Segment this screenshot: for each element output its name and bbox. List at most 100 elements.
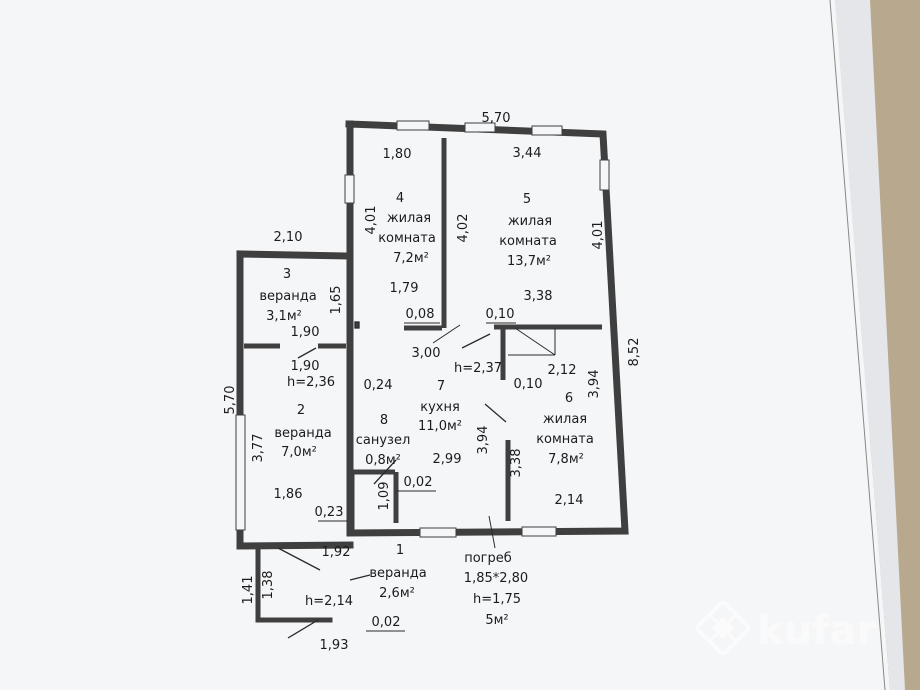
dim-room6-partition: 3,38 [509, 449, 524, 478]
dim-partition-10a: 0,10 [486, 307, 515, 322]
cellar-size: 1,85*2,80 [464, 571, 528, 586]
room2-name: веранда [274, 426, 331, 441]
dim-kitchen-height: 3,94 [476, 426, 491, 455]
kufar-logo-icon [695, 600, 751, 656]
kufar-watermark: kufar [695, 600, 876, 656]
paper-sheet [0, 0, 890, 690]
dim-kitchen-bottom: 2,99 [433, 452, 462, 467]
room2-area: 7,0м² [281, 445, 317, 460]
room3-name: веранда [259, 289, 316, 304]
dim-wc-height: 1,09 [377, 482, 392, 511]
paper-edge [835, 0, 905, 690]
window-top-2 [464, 122, 496, 133]
room5-area: 13,7м² [507, 254, 551, 269]
dim-veranda-bottom: 1,86 [274, 487, 303, 502]
room5-name2: комната [499, 234, 557, 249]
dim-room6-top: 2,12 [548, 363, 577, 378]
room6-name1: жилая [543, 412, 587, 427]
door-outside [287, 619, 319, 639]
room3-number: 3 [283, 267, 291, 282]
kitchen-mark [354, 321, 360, 329]
dim-left-height: 5,70 [223, 386, 238, 415]
dim-room5-bottom: 3,38 [524, 289, 553, 304]
cellar-leader [488, 515, 496, 549]
dim-partition-08: 0,08 [406, 307, 435, 322]
dim-partition-10b: 0,10 [514, 377, 543, 392]
windows [235, 120, 610, 538]
room8-area: 0,8м² [365, 453, 401, 468]
dim-leaders [318, 322, 516, 632]
door-lines [277, 321, 507, 639]
window-top-3 [531, 125, 563, 136]
door-entrance [277, 547, 321, 571]
partitions [244, 138, 602, 531]
dim-partition-02a: 0,02 [404, 475, 433, 490]
door-room6 [484, 403, 507, 423]
door-room5 [461, 333, 491, 349]
walls [236, 120, 629, 623]
cellar-name: погреб [464, 551, 512, 566]
room4-area: 7,2м² [393, 251, 429, 266]
dim-room5-height: 4,01 [591, 221, 606, 250]
cellar-height: h=1,75 [473, 592, 521, 607]
leader-kitchen [432, 324, 461, 344]
room1-number: 1 [396, 543, 404, 558]
room4-number: 4 [396, 191, 404, 206]
stairs [508, 327, 556, 356]
veranda-outer-wall [236, 250, 354, 550]
dim-room4-height: 4,01 [364, 206, 379, 235]
height-veranda: h=2,36 [287, 375, 335, 390]
dim-outside-width: 1,93 [320, 638, 349, 653]
window-right-room5 [599, 159, 610, 191]
dim-room5-partition: 4,02 [456, 214, 471, 243]
stair-diagonal [514, 327, 556, 356]
window-top-1 [396, 120, 430, 131]
window-veranda-left [235, 414, 246, 531]
room6-name2: комната [536, 432, 594, 447]
dim-wall-024: 0,24 [364, 378, 393, 393]
room6-area: 7,8м² [548, 452, 584, 467]
window-left-room4 [344, 174, 355, 204]
dim-room6-height: 3,94 [587, 370, 602, 399]
room8-number: 8 [380, 413, 388, 428]
room6-number: 6 [565, 391, 573, 406]
cellar-area: 5м² [485, 613, 508, 628]
height-entrance: h=2,14 [305, 594, 353, 609]
dim-total-height: 8,52 [627, 338, 642, 367]
room5-name1: жилая [508, 214, 552, 229]
window-bottom-2 [521, 526, 557, 537]
dim-entrance-inner: 1,38 [261, 571, 276, 600]
room4-name1: жилая [387, 211, 431, 226]
dim-veranda2-height: 3,77 [251, 434, 266, 463]
dim-veranda-width: 2,10 [274, 230, 303, 245]
room7-number: 7 [437, 379, 445, 394]
dim-kitchen-top: 1,79 [390, 281, 419, 296]
room7-area: 11,0м² [418, 419, 462, 434]
window-bottom-1 [419, 527, 457, 538]
entrance-wall [255, 542, 333, 623]
room5-number: 5 [523, 192, 531, 207]
dim-veranda3-width: 1,90 [291, 325, 320, 340]
room2-number: 2 [297, 403, 305, 418]
dim-room4-width: 1,80 [383, 147, 412, 162]
dim-wall-023: 0,23 [315, 505, 344, 520]
room1-area: 2,6м² [379, 586, 415, 601]
height-kitchen: h=2,37 [454, 361, 502, 376]
door-wc [373, 459, 397, 485]
kufar-logo-text: kufar [757, 608, 876, 654]
room8-name: санузел [356, 433, 411, 448]
room1-name: веранда [369, 566, 426, 581]
door-entrance-2 [349, 574, 371, 581]
dim-entrance-outer: 1,41 [241, 576, 256, 605]
outer-wall [345, 120, 629, 537]
dim-room5-width: 3,44 [513, 146, 542, 161]
dim-kitchen-width: 3,00 [412, 346, 441, 361]
dim-entrance-width: 1,92 [322, 545, 351, 560]
room7-name: кухня [420, 400, 460, 415]
door-veranda [297, 347, 317, 359]
room4-name2: комната [378, 231, 436, 246]
dim-room6-bottom: 2,14 [555, 493, 584, 508]
dim-top-width: 5,70 [482, 111, 511, 126]
room3-area: 3,1м² [266, 309, 302, 324]
